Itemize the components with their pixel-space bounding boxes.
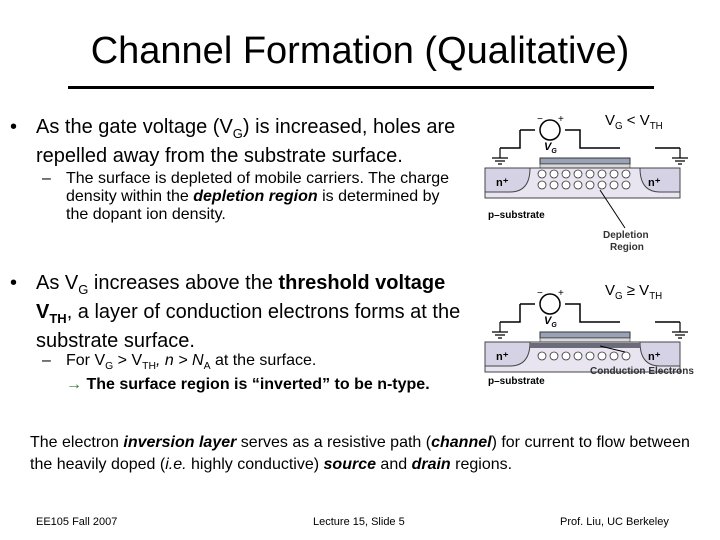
subscript: G — [615, 291, 623, 302]
emphasis-text: channel — [431, 434, 492, 451]
pointer-arrow — [599, 189, 626, 229]
ground-icon — [492, 148, 508, 165]
body-text: and — [375, 456, 412, 473]
label-text: V — [605, 112, 616, 129]
emphasis-text: depletion region — [193, 188, 318, 205]
subscript: TH — [649, 291, 663, 302]
source-region — [484, 167, 531, 193]
gate-oxide — [539, 163, 631, 169]
mos-depletion-diagram: − + VG n⁺ n⁺ p–substrate Depletion Regio… — [484, 114, 688, 253]
plus-sign: + — [558, 288, 564, 299]
bullet-text: As V — [36, 272, 79, 294]
bullet-text: ) is increased, holes are repelled away … — [36, 116, 456, 167]
body-text: ) for current to flow between the heavil… — [30, 434, 690, 473]
depletion-ions — [537, 169, 631, 190]
drain-region — [639, 167, 681, 193]
gate-electrode — [539, 331, 631, 339]
emphasis-text: i.e. — [165, 456, 187, 473]
gate-wire — [520, 129, 620, 149]
bullet-gate-voltage: • As the gate voltage (VG) is increased,… — [10, 116, 476, 167]
ground-icon — [672, 148, 688, 165]
subscript: TH — [142, 361, 156, 373]
body-text: highly conductive) — [186, 456, 324, 473]
gate-electrode — [539, 157, 631, 165]
body-text: regions. — [450, 456, 513, 473]
ground-icon — [672, 322, 688, 339]
footer-slide-number: Lecture 15, Slide 5 — [313, 516, 405, 528]
subscript: G — [78, 282, 89, 297]
title-underline — [68, 86, 654, 89]
bullet-marker: • — [10, 272, 18, 294]
condition-label-above-threshold: VG ≥ VTH — [605, 282, 662, 302]
subbullet-text: is determined by the dopant ion density. — [66, 188, 440, 223]
subbullet-inversion: – For VG > VTH, n > NA at the surface. →… — [42, 352, 466, 394]
source-label: n⁺ — [496, 351, 509, 363]
inversion-layer — [530, 343, 640, 348]
subscript: TH — [49, 311, 67, 326]
label-text: V — [605, 282, 616, 299]
minus-sign: − — [537, 114, 543, 125]
gate-oxide — [539, 337, 631, 343]
ground-wire — [500, 304, 680, 323]
condition-label-below-threshold: VG < VTH — [605, 112, 663, 132]
voltage-source-icon — [539, 119, 561, 141]
subbullet-text: > V — [113, 352, 143, 369]
footer-author: Prof. Liu, UC Berkeley — [560, 516, 669, 528]
substrate-label: p–substrate — [488, 210, 545, 221]
gate-wire — [520, 303, 620, 323]
vg-label: VG — [544, 141, 557, 155]
subbullet-text: at the surface. — [210, 352, 317, 369]
emphasis-text: threshold voltage V — [36, 272, 446, 323]
voltage-source-icon — [539, 293, 561, 315]
vg-label: VG — [544, 315, 557, 329]
subbullet-marker: – — [42, 352, 51, 369]
depletion-ions — [537, 351, 631, 361]
bullet-threshold: • As VG increases above the threshold vo… — [10, 272, 476, 352]
slide-title: Channel Formation (Qualitative) — [90, 30, 630, 72]
depletion-label: Region — [610, 242, 644, 253]
plus-sign: + — [558, 114, 564, 125]
subscript: G — [232, 126, 243, 141]
conduction-electrons-label: Conduction Electrons — [590, 366, 694, 377]
ground-icon — [492, 322, 508, 339]
subscript: G — [105, 361, 114, 373]
emphasis-text: The surface region is “inverted” to be n… — [86, 376, 430, 394]
bullet-text: , a layer of conduction electrons forms … — [36, 301, 461, 352]
pointer-arrow — [599, 345, 626, 353]
subbullet-text: For V — [66, 352, 106, 369]
footer-course: EE105 Fall 2007 — [36, 516, 118, 528]
ground-wire — [500, 130, 680, 149]
source-label: n⁺ — [496, 177, 509, 189]
label-text: ≥ V — [622, 282, 650, 299]
minus-sign: − — [537, 288, 543, 299]
mos-inversion-diagram: − + VG n⁺ n⁺ p–substrate Conduction Elec… — [484, 288, 694, 387]
drain-label: n⁺ — [648, 177, 661, 189]
drain-label: n⁺ — [648, 351, 661, 363]
bullet-marker: • — [10, 116, 18, 138]
subscript: A — [203, 361, 211, 373]
body-text: serves as a resistive path ( — [236, 434, 432, 451]
emphasis-text: drain — [411, 456, 451, 473]
body-text: The electron — [30, 434, 124, 451]
bullet-text: As the gate voltage (V — [36, 116, 233, 138]
subbullet-depletion: – The surface is depleted of mobile carr… — [42, 170, 456, 224]
subbullet-marker: – — [42, 170, 51, 187]
emphasis-text: source — [323, 456, 376, 473]
source-region — [484, 341, 531, 367]
subscript: TH — [649, 121, 663, 132]
bullet-text: increases above the — [88, 272, 279, 294]
drain-region — [639, 341, 681, 367]
subbullet-text: , n > N — [155, 352, 204, 369]
depletion-label: Depletion — [603, 230, 649, 241]
subbullet-text: The surface is depleted of mobile carrie… — [66, 170, 450, 205]
conclusion-text: The electron inversion layer serves as a… — [30, 432, 700, 476]
substrate-label: p–substrate — [488, 376, 545, 387]
label-text: < V — [622, 112, 650, 129]
emphasis-text: inversion layer — [123, 434, 237, 451]
subscript: G — [615, 121, 623, 132]
arrow-icon: → — [66, 376, 82, 394]
